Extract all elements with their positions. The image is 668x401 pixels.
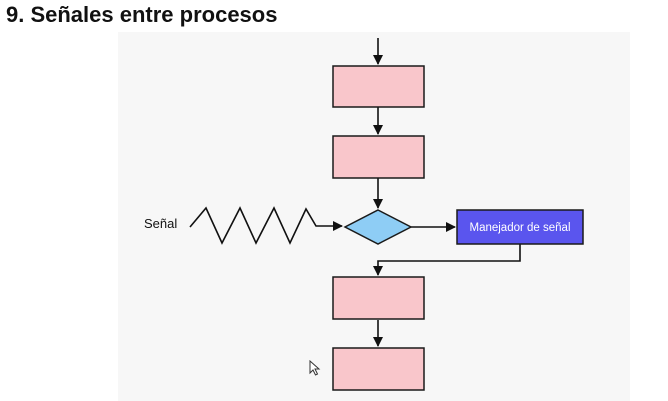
signal-decision <box>343 209 413 245</box>
mouse-pointer-icon <box>309 360 321 376</box>
process-step-3 <box>332 276 425 320</box>
signal-handler-label: Manejador de señal <box>469 222 570 234</box>
process-step-1 <box>332 65 425 108</box>
arrow-handler-return <box>373 244 521 276</box>
page-title: 9. Señales entre procesos <box>6 2 278 27</box>
process-step-4 <box>332 347 425 391</box>
process-step-2 <box>332 135 425 179</box>
signal-label: Señal <box>144 216 177 231</box>
signal-zigzag <box>189 206 343 245</box>
signal-handler-box <box>456 209 584 245</box>
